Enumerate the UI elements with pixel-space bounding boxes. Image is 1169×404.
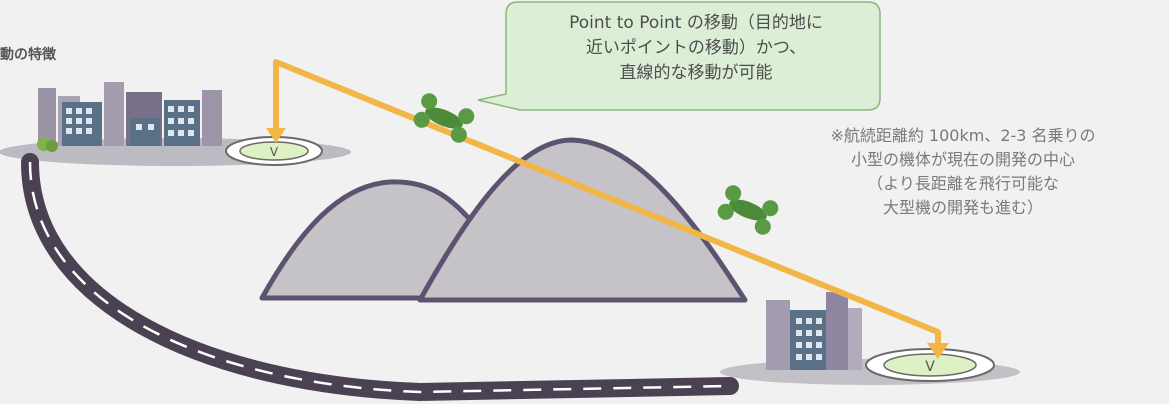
bubble-line-2: 近いポイントの移動）かつ、 bbox=[585, 38, 807, 58]
flight-path bbox=[266, 59, 949, 359]
bubble-line-3: 直線的な移動が可能 bbox=[619, 63, 773, 83]
drone-icon bbox=[413, 93, 475, 143]
note-line-3: （より長距離を飛行可能な bbox=[867, 174, 1059, 193]
helipad-right: V bbox=[865, 348, 995, 382]
note-line-4: 大型機の開発も進む） bbox=[882, 198, 1043, 217]
helipad-right-label: V bbox=[925, 359, 935, 375]
helipad-left-label: V bbox=[270, 145, 279, 159]
city-right-icon bbox=[766, 292, 862, 370]
range-note: ※航続距離約 100km、2-3 名乗りの 小型の機体が現在の開発の中心 （より… bbox=[760, 124, 1166, 220]
speech-bubble-text: Point to Point の移動（目的地に 近いポイントの移動）かつ、 直線… bbox=[512, 11, 880, 86]
road-icon bbox=[21, 153, 739, 402]
city-left-icon bbox=[37, 82, 222, 152]
arrowhead-right bbox=[927, 343, 949, 359]
drone-icon-2 bbox=[717, 185, 779, 235]
arrowhead-left bbox=[266, 128, 286, 143]
note-line-1: ※航続距離約 100km、2-3 名乗りの bbox=[830, 126, 1096, 145]
note-line-2: 小型の機体が現在の開発の中心 bbox=[850, 150, 1075, 169]
speech-bubble bbox=[477, 1, 881, 111]
bubble-line-1: Point to Point の移動（目的地に bbox=[569, 13, 823, 33]
section-heading: 動の特徴 bbox=[0, 47, 56, 63]
helipad-left: V bbox=[225, 136, 323, 166]
mountain-icon bbox=[259, 137, 748, 303]
